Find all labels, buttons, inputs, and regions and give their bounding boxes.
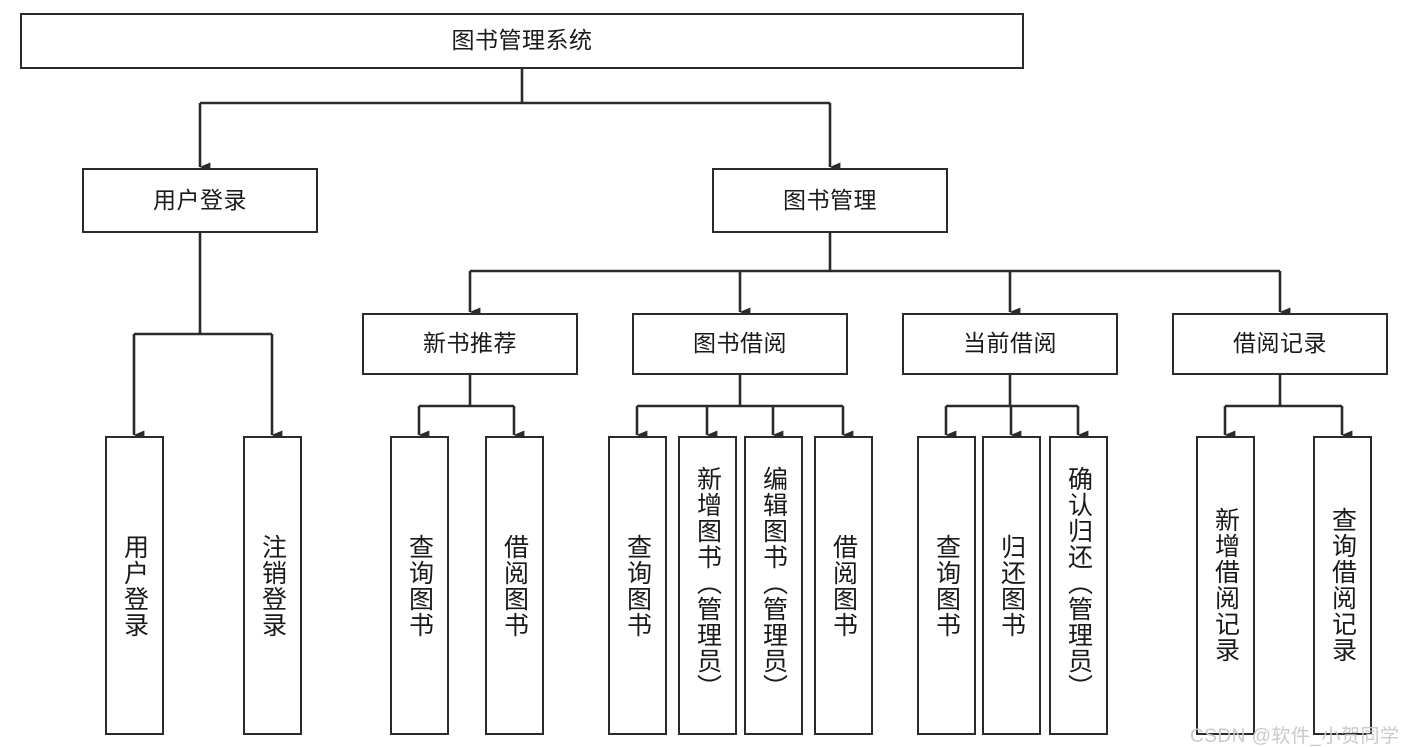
node-leaf-add-book[interactable]: 新增图书（管理员） [678,436,737,735]
node-leaf-borrow-book-1[interactable]: 借阅图书 [485,436,544,735]
node-book-borrow[interactable]: 图书借阅 [632,313,848,375]
node-label: 查询借阅记录 [1328,506,1357,663]
node-label: 借阅记录 [1233,330,1327,357]
node-current-borrow[interactable]: 当前借阅 [902,313,1118,375]
node-book-manage[interactable]: 图书管理 [712,168,948,233]
node-new-book-rec[interactable]: 新书推荐 [362,313,578,375]
node-leaf-confirm-return[interactable]: 确认归还（管理员） [1049,436,1108,735]
node-leaf-add-record[interactable]: 新增借阅记录 [1196,436,1255,735]
node-leaf-query-record[interactable]: 查询借阅记录 [1313,436,1372,735]
node-leaf-query-book-1[interactable]: 查询图书 [390,436,449,735]
node-leaf-logout[interactable]: 注销登录 [243,436,302,735]
node-root[interactable]: 图书管理系统 [20,13,1024,69]
node-label: 新书推荐 [423,330,517,357]
node-label: 查询图书 [405,533,434,638]
node-label: 归还图书 [997,533,1026,638]
node-label: 借阅图书 [500,533,529,638]
node-label: 借阅图书 [829,533,858,638]
node-borrow-record[interactable]: 借阅记录 [1172,313,1388,375]
node-label: 图书管理系统 [451,27,593,54]
node-leaf-return-book[interactable]: 归还图书 [982,436,1041,735]
node-label: 新增图书（管理员） [693,466,722,700]
node-label: 用户登录 [153,186,247,213]
node-label: 查询图书 [623,533,652,638]
node-leaf-edit-book[interactable]: 编辑图书（管理员） [744,436,803,735]
node-label: 用户登录 [120,533,149,638]
node-label: 当前借阅 [963,330,1057,357]
node-leaf-query-book-2[interactable]: 查询图书 [608,436,667,735]
csdn-watermark: CSDN @软件_小贺同学 [1190,726,1400,747]
node-label: 图书借阅 [693,330,787,357]
node-label: 确认归还（管理员） [1064,466,1093,700]
node-label: 注销登录 [258,533,287,638]
node-label: 查询图书 [932,533,961,638]
node-label: 图书管理 [783,186,877,213]
node-leaf-borrow-book-2[interactable]: 借阅图书 [814,436,873,735]
node-user-login[interactable]: 用户登录 [82,168,318,233]
node-leaf-query-book-3[interactable]: 查询图书 [917,436,976,735]
node-label: 编辑图书（管理员） [759,466,788,700]
node-label: 新增借阅记录 [1211,506,1240,663]
node-leaf-user-login[interactable]: 用户登录 [105,436,164,735]
